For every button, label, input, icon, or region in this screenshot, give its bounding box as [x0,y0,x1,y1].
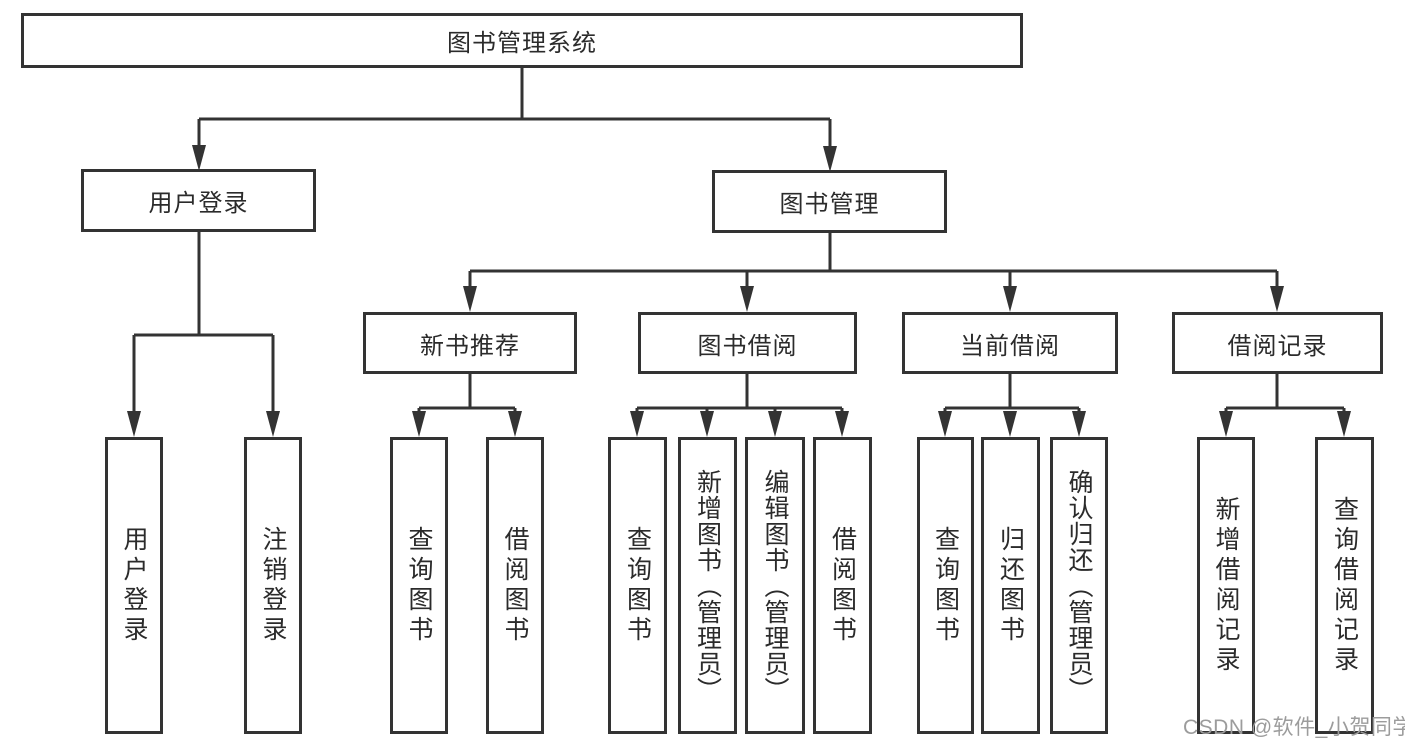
node-label: 用户登录 [148,190,249,217]
node-label: 图书管理系统 [447,30,597,57]
csdn-watermark: CSDN @软件_小贺同学 [1183,716,1405,739]
node-label: 查询图书 [623,525,652,646]
node-label: 用户登录 [120,525,148,646]
node-label: 查询图书 [931,525,960,646]
node-label: 确认归还（管理员） [1065,468,1093,703]
node-current-borrowing: 当前借阅 [902,312,1118,374]
node-label: 查询借阅记录 [1330,495,1359,676]
node-library-management-system: 图书管理系统 [21,13,1023,68]
leaf-current-query-books: 查询图书 [917,437,974,734]
node-borrowing-records: 借阅记录 [1172,312,1383,374]
node-label: 图书借阅 [697,332,798,360]
leaf-recommend-query-books: 查询图书 [390,437,448,734]
arrowheads [127,145,1351,437]
node-user-login: 用户登录 [81,169,316,232]
node-label: 新增图书（管理员） [693,468,722,703]
leaf-user-login: 用户登录 [105,437,163,734]
leaf-current-confirm-return-admin: 确认归还（管理员） [1050,437,1108,734]
node-label: 归还图书 [996,525,1025,646]
leaf-borrowing-borrow-books: 借阅图书 [813,437,872,734]
leaf-records-add-record: 新增借阅记录 [1197,437,1255,734]
node-label: 图书管理 [779,191,880,218]
node-label: 查询图书 [405,525,433,646]
node-book-borrowing: 图书借阅 [638,312,857,374]
node-new-book-recommend: 新书推荐 [363,312,577,374]
leaf-recommend-borrow-books: 借阅图书 [486,437,544,734]
node-label: 注销登录 [259,525,287,646]
leaf-borrowing-add-books-admin: 新增图书（管理员） [678,437,737,734]
node-label: 借阅图书 [501,525,529,646]
node-label: 新增借阅记录 [1212,495,1240,676]
leaf-records-query-record: 查询借阅记录 [1315,437,1374,734]
node-label: 借阅记录 [1227,332,1328,360]
leaf-borrowing-query-books: 查询图书 [608,437,667,734]
leaf-logout: 注销登录 [244,437,302,734]
leaf-borrowing-edit-books-admin: 编辑图书（管理员） [745,437,805,734]
node-label: 新书推荐 [420,332,520,360]
node-label: 当前借阅 [960,332,1060,360]
node-label: 借阅图书 [828,525,857,646]
leaf-current-return-books: 归还图书 [981,437,1040,734]
node-label: 编辑图书（管理员） [761,468,789,703]
node-book-management: 图书管理 [712,170,947,233]
